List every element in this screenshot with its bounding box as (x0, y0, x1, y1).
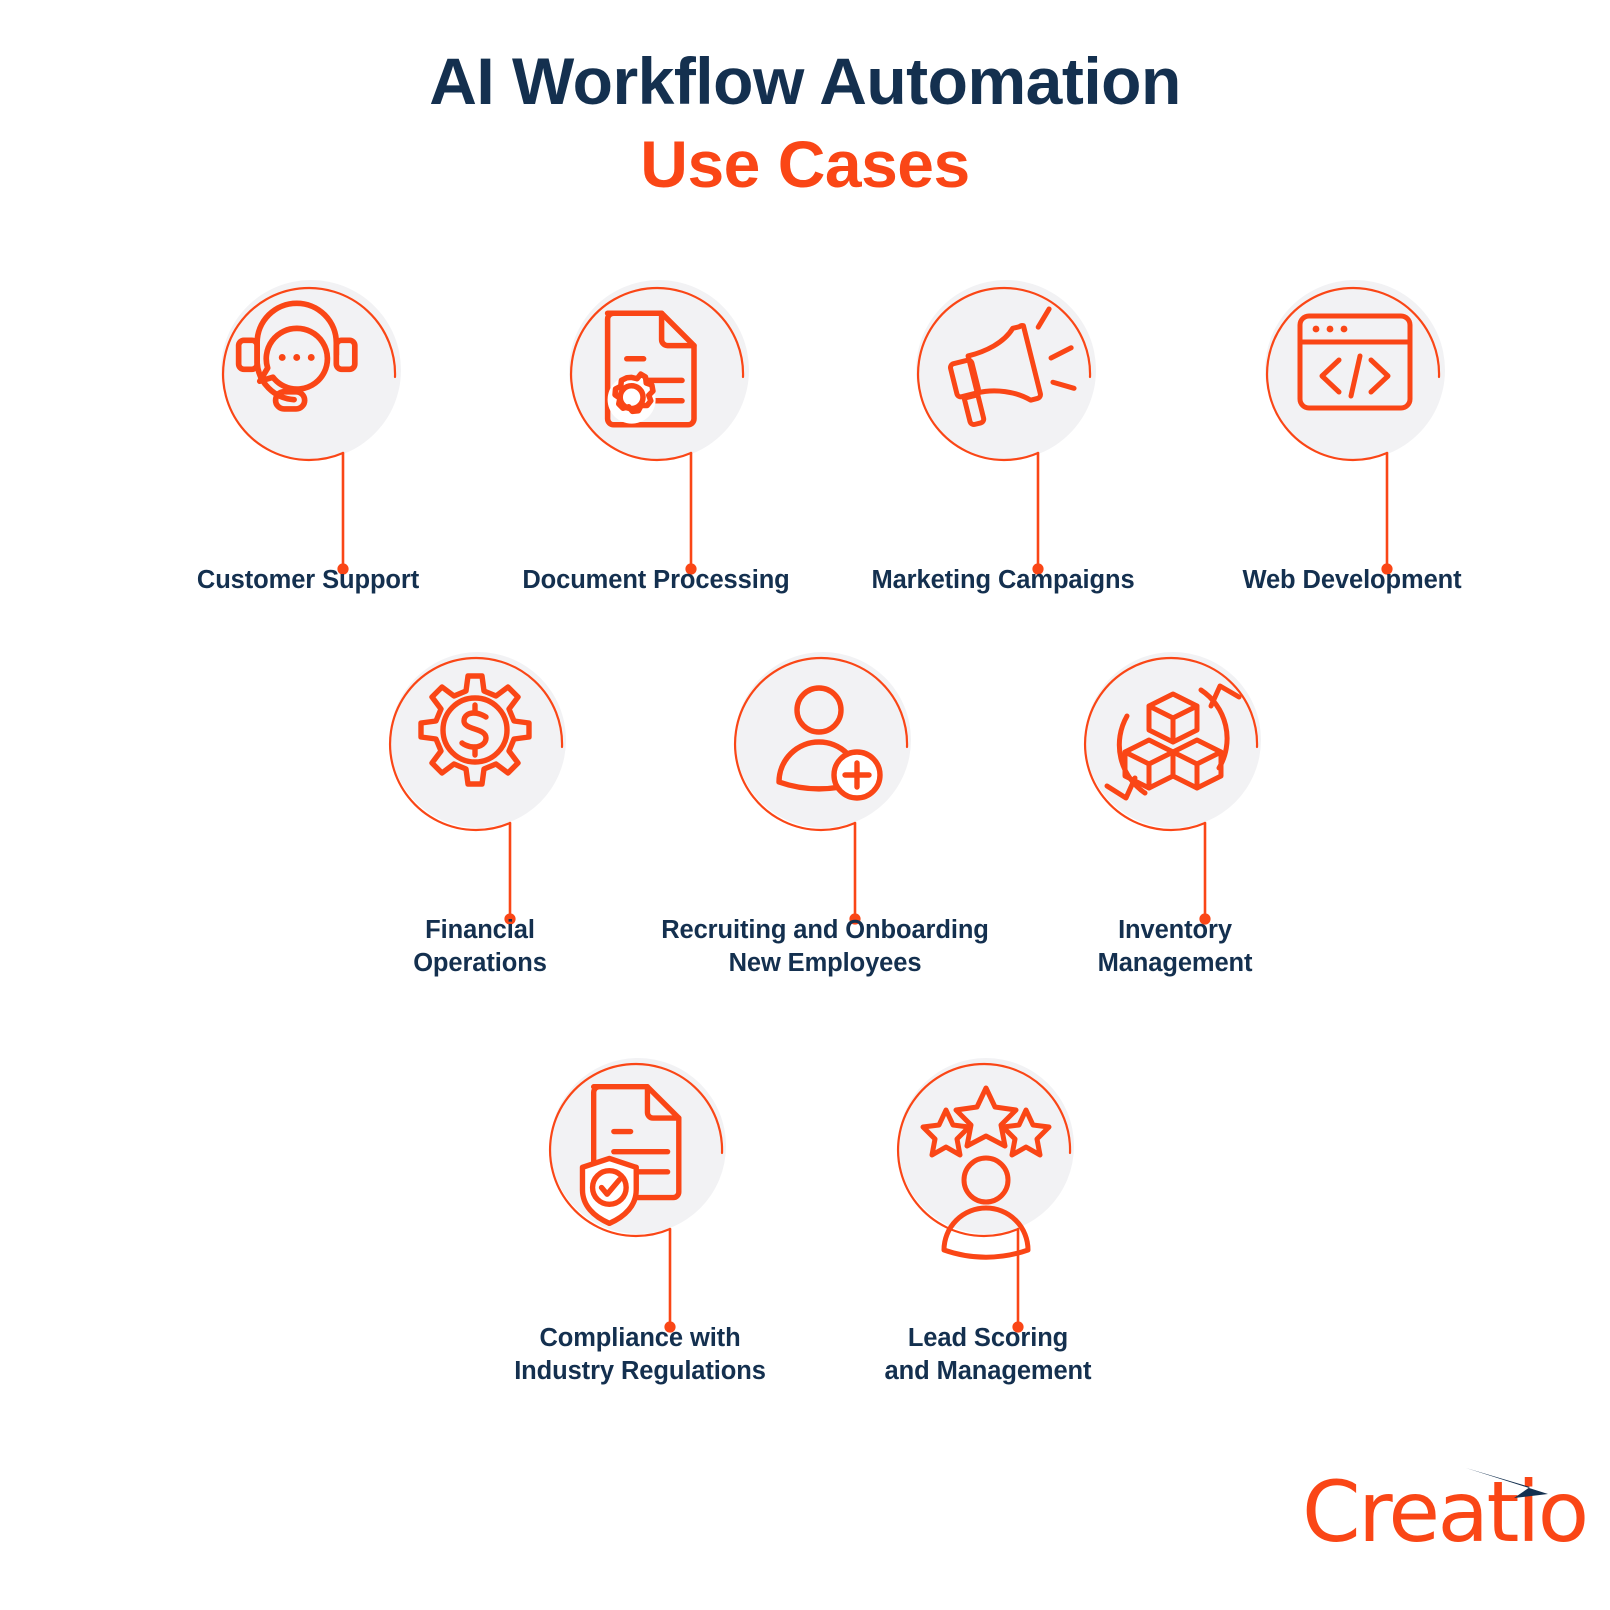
node-web-development[interactable]: Web Development (1222, 262, 1482, 594)
customer-support-graphic (221, 280, 401, 575)
recruiting-onboarding-graphic (733, 652, 911, 925)
title-line-secondary: Use Cases (640, 127, 970, 202)
node-label-customer-support: Customer Support (196, 566, 420, 594)
document-shield-check-icon (579, 1084, 682, 1227)
compliance-regulations-graphic (548, 1058, 726, 1333)
page-title: AI Workflow Automation Use Cases (0, 44, 1610, 202)
ring-arc (733, 656, 909, 832)
creatio-wordmark: Creatio (1302, 1463, 1589, 1561)
headset-chat-icon (235, 300, 358, 412)
node-financial-operations[interactable]: Financial Operations (350, 636, 610, 977)
node-recruiting-onboarding[interactable]: Recruiting and Onboarding New Employees (661, 636, 989, 977)
circle-backdrop (898, 1058, 1074, 1234)
connector-dot (337, 563, 349, 575)
node-label-lead-scoring: Lead Scoring and Management (884, 1324, 1092, 1385)
ring-arc (1265, 286, 1441, 462)
connector-dot (1012, 1321, 1024, 1333)
node-inventory-management[interactable]: Inventory Management (1045, 636, 1305, 977)
user-stars-icon (920, 1085, 1052, 1260)
connector-dot (1381, 563, 1393, 575)
arrow-swoosh-icon (1466, 1468, 1548, 1498)
node-label-document-processing: Document Processing (522, 566, 790, 594)
creatio-logo[interactable]: Creatio (1302, 1460, 1589, 1554)
node-label-recruiting-onboarding: Recruiting and Onboarding New Employees (661, 916, 989, 977)
node-label-compliance-regulations: Compliance with Industry Regulations (514, 1324, 766, 1385)
title-line-primary: AI Workflow Automation (429, 44, 1181, 118)
connector-dot (504, 913, 516, 925)
connector-dot (664, 1321, 676, 1333)
ring-arc (916, 286, 1092, 462)
user-plus-icon (776, 685, 883, 801)
node-label-marketing-campaigns: Marketing Campaigns (871, 566, 1135, 594)
lead-scoring-graphic (896, 1058, 1074, 1333)
node-label-inventory-management: Inventory Management (1097, 916, 1253, 977)
node-label-financial-operations: Financial Operations (413, 916, 547, 977)
connector-dot (685, 563, 697, 575)
node-label-web-development: Web Development (1242, 566, 1462, 594)
node-customer-support[interactable]: Customer Support (178, 262, 438, 594)
circle-backdrop (221, 280, 401, 460)
star-left (920, 1107, 972, 1158)
ring-arc (1083, 656, 1259, 832)
connector-dot (1199, 913, 1211, 925)
star-right (1000, 1107, 1052, 1158)
node-compliance-regulations[interactable]: Compliance with Industry Regulations (510, 1042, 770, 1385)
marketing-campaigns-graphic (916, 280, 1096, 575)
megaphone-icon (947, 306, 1077, 427)
star-center (953, 1085, 1019, 1149)
ring-arc (221, 286, 397, 462)
web-development-graphic (1265, 280, 1445, 575)
inventory-management-graphic (1083, 652, 1261, 925)
node-document-processing[interactable]: Document Processing (522, 262, 790, 594)
financial-operations-graphic (388, 652, 566, 925)
ring-arc (569, 286, 745, 462)
document-gear-icon (604, 310, 697, 428)
circle-backdrop (916, 280, 1096, 460)
browser-code-icon (1297, 313, 1413, 411)
ring-arc (388, 656, 564, 832)
boxes-refresh-icon (1104, 683, 1242, 801)
connector-dot (1032, 563, 1044, 575)
ring-arc (548, 1062, 724, 1238)
node-lead-scoring[interactable]: Lead Scoring and Management (858, 1042, 1118, 1385)
node-marketing-campaigns[interactable]: Marketing Campaigns (871, 262, 1135, 594)
connector-dot (849, 913, 861, 925)
gear-dollar-icon (418, 673, 532, 787)
document-processing-graphic (569, 280, 749, 575)
